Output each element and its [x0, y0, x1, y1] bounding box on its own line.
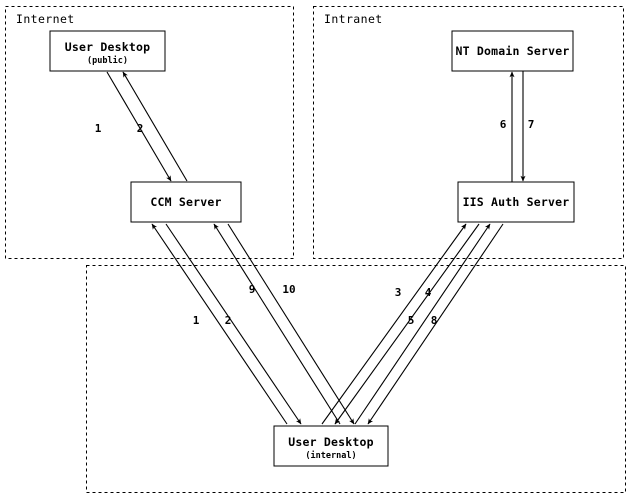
- zone-boundaries: [5, 6, 626, 493]
- flow-line-3: [321, 223, 467, 425]
- node-title-user-desktop-public: User Desktop: [65, 40, 150, 54]
- zone-labels: Internet Intranet: [16, 12, 383, 26]
- flow-label-1-internal: 1: [193, 314, 200, 327]
- node-ccm-server[interactable]: CCM Server: [130, 181, 242, 223]
- zone-label-intranet: Intranet: [324, 12, 383, 26]
- node-user-desktop-public[interactable]: User Desktop (public): [49, 30, 166, 72]
- flow-line-2-public: [122, 71, 188, 182]
- flow-label-2-public: 2: [137, 122, 144, 135]
- node-nt-domain-server[interactable]: NT Domain Server: [451, 30, 574, 72]
- flow-line-2-internal: [165, 223, 302, 425]
- flow-internal-desktop-ccm-12: 1 2: [151, 223, 302, 425]
- node-box-ccm-server[interactable]: [130, 181, 242, 223]
- flow-label-5: 5: [408, 314, 415, 327]
- flow-line-9: [213, 223, 341, 425]
- flow-line-5: [354, 223, 491, 425]
- flow-line-4: [334, 223, 480, 425]
- flow-label-2-internal: 2: [225, 314, 232, 327]
- node-title-user-desktop-internal: User Desktop: [288, 435, 373, 449]
- node-subtitle-user-desktop-internal: (internal): [305, 450, 356, 461]
- flow-iis-ntdomain: 6 7: [500, 71, 535, 182]
- node-box-iis-auth-server[interactable]: [457, 181, 575, 223]
- node-box-user-desktop-internal[interactable]: [273, 425, 389, 467]
- flow-label-8: 8: [431, 314, 438, 327]
- zone-internal-boundary: [86, 265, 626, 493]
- flow-internal-desktop-iis-34: 3 4: [321, 223, 480, 425]
- flow-label-7: 7: [528, 118, 535, 131]
- node-title-nt-domain-server: NT Domain Server: [456, 44, 570, 58]
- flow-line-1-public: [106, 71, 172, 182]
- zone-intranet-boundary: [313, 6, 624, 259]
- flow-public-desktop-ccm: 1 2: [95, 71, 188, 182]
- zone-internet-boundary: [5, 6, 294, 259]
- flow-label-6: 6: [500, 118, 507, 131]
- node-user-desktop-internal[interactable]: User Desktop (internal): [273, 425, 389, 467]
- node-box-nt-domain-server[interactable]: [451, 30, 574, 72]
- flow-label-3: 3: [395, 286, 402, 299]
- node-title-iis-auth-server: IIS Auth Server: [463, 195, 570, 209]
- flow-label-9: 9: [249, 283, 256, 296]
- node-box-user-desktop-public[interactable]: [49, 30, 166, 72]
- flow-label-10: 10: [282, 283, 295, 296]
- node-iis-auth-server[interactable]: IIS Auth Server: [457, 181, 575, 223]
- flow-line-8: [367, 223, 504, 425]
- flow-label-1-public: 1: [95, 122, 102, 135]
- flow-internal-desktop-ccm-910: 9 10: [213, 223, 355, 425]
- node-subtitle-user-desktop-public: (public): [87, 55, 128, 66]
- flow-label-4: 4: [425, 286, 432, 299]
- zone-label-internet: Internet: [16, 12, 75, 26]
- node-title-ccm-server: CCM Server: [150, 195, 221, 209]
- flow-line-10: [227, 223, 355, 425]
- flow-line-1-internal: [151, 223, 288, 425]
- flow-internal-desktop-iis-58: 5 8: [354, 223, 504, 425]
